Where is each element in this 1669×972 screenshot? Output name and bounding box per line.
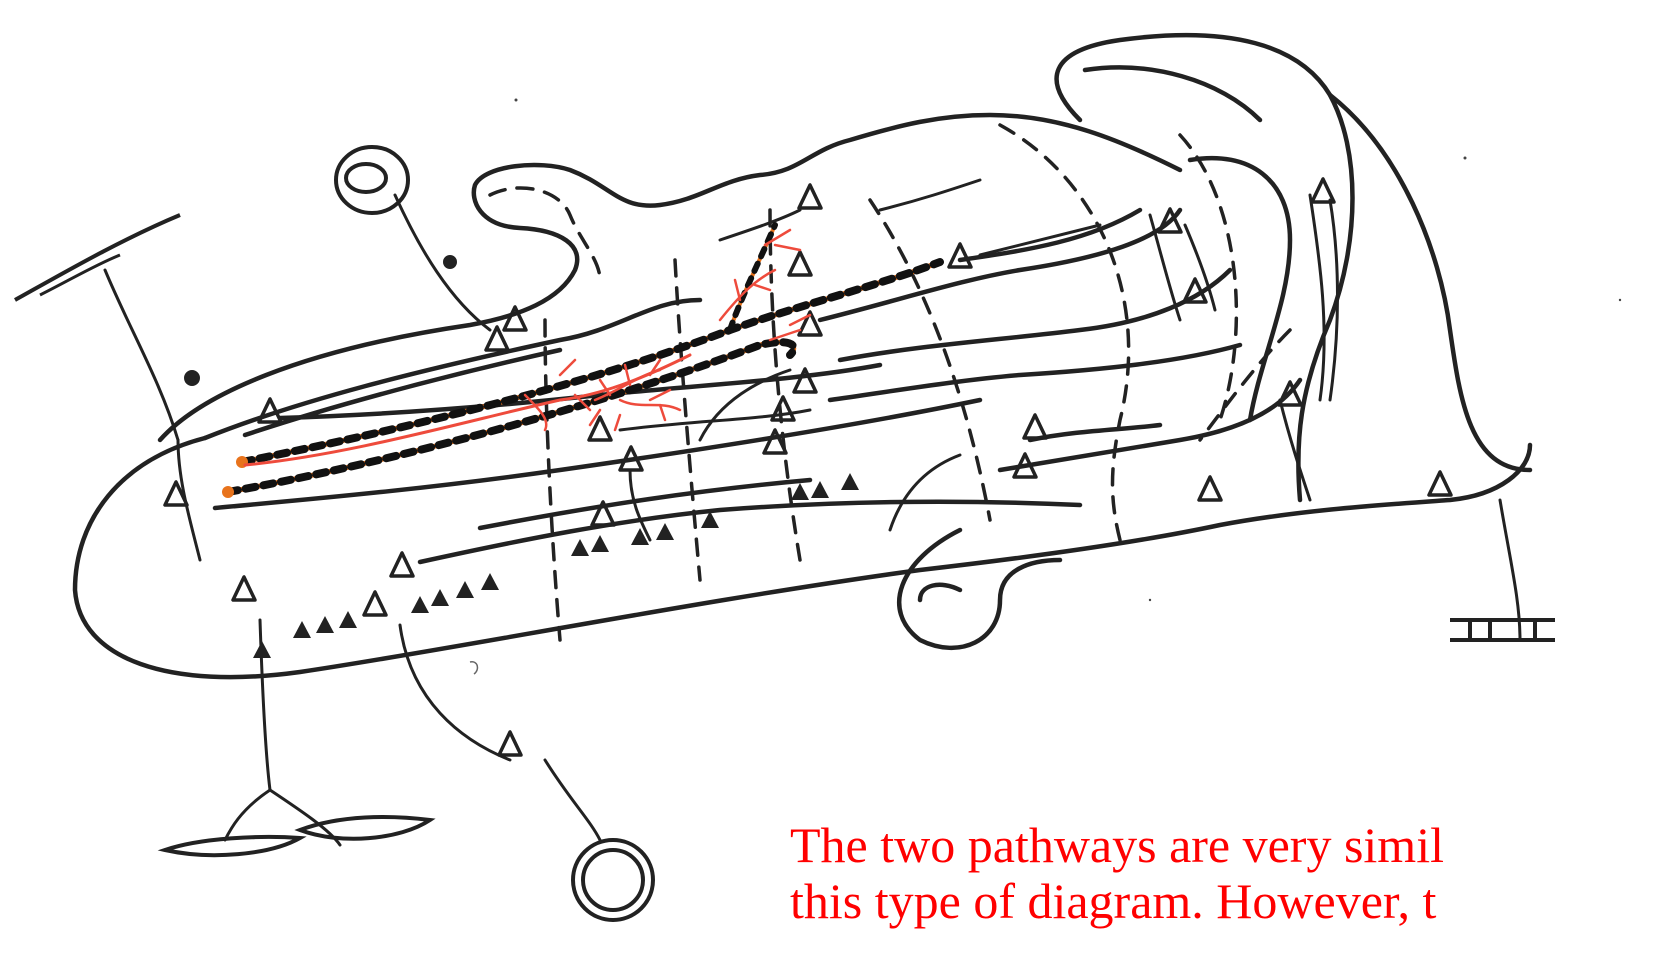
paper-specks <box>469 98 1622 675</box>
hippocampus-outline <box>72 32 1533 680</box>
field-boundaries <box>488 123 1292 642</box>
highlighted-pathways <box>222 222 944 498</box>
red-dendritic-branches <box>523 228 812 432</box>
neuron-processes <box>103 178 1522 847</box>
receptor-structures <box>14 145 655 922</box>
striated-cells <box>157 618 1555 858</box>
